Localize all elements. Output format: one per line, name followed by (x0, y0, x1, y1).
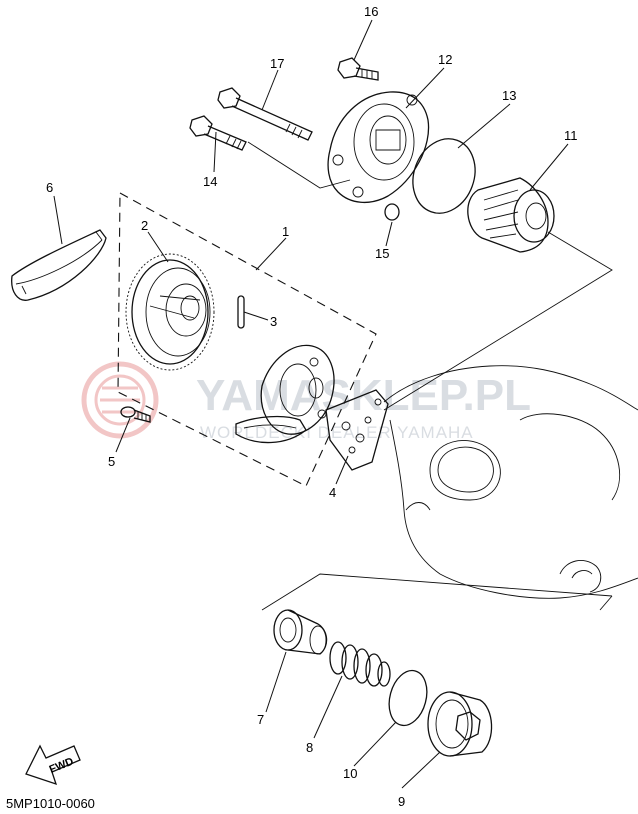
callout-17: 17 (270, 56, 284, 71)
assembly-1-boundary (117, 192, 377, 487)
crankcase-outline (383, 365, 638, 599)
assembly-lines (247, 141, 613, 611)
callout-12: 12 (438, 52, 452, 67)
part-16-bolt (337, 57, 379, 81)
callout-7: 7 (257, 712, 264, 727)
callout-6: 6 (46, 180, 53, 195)
callout-2: 2 (141, 218, 148, 233)
part-8-spring (329, 641, 391, 687)
fwd-label: FWD (48, 756, 76, 777)
callout-4: 4 (329, 485, 336, 500)
part-4-gasket (325, 389, 389, 471)
part-15-small-o-ring (384, 203, 400, 221)
callout-11: 11 (564, 128, 578, 143)
callout-13: 13 (502, 88, 516, 103)
part-3-pin (237, 295, 245, 329)
part-10-o-ring (388, 669, 428, 727)
part-17-long-bolt (217, 87, 313, 141)
diagram-code: 5MP1010-0060 (6, 796, 95, 811)
forward-direction-arrow: FWD (25, 744, 81, 786)
part-2-drive-gear (125, 253, 215, 371)
callout-3: 3 (270, 314, 277, 329)
callout-15: 15 (375, 246, 389, 261)
part-7-plunger (273, 609, 328, 655)
callout-labels: 1 2 3 4 5 6 7 8 9 10 11 12 13 14 15 16 1… (46, 4, 578, 809)
part-11-oil-filter (467, 177, 555, 253)
callout-9: 9 (398, 794, 405, 809)
watermark-logo (81, 361, 159, 439)
part-5-screw (120, 406, 151, 423)
part-6-oil-pump-cover (11, 229, 107, 301)
callout-leaders (53, 19, 569, 789)
callout-10: 10 (343, 766, 357, 781)
callout-1: 1 (282, 224, 289, 239)
part-13-o-ring (412, 138, 476, 214)
callout-8: 8 (306, 740, 313, 755)
part-14-bolt (189, 115, 247, 151)
callout-16: 16 (364, 4, 378, 19)
watermark-subtitle: WORLDECKI DEALER YAMAHA (200, 423, 474, 442)
part-9-plug (427, 691, 493, 757)
callout-5: 5 (108, 454, 115, 469)
part-1-pump-body (235, 344, 335, 444)
callout-14: 14 (203, 174, 217, 189)
watermark: YAMASKLEP.PL WORLDECKI DEALER YAMAHA (81, 361, 531, 442)
